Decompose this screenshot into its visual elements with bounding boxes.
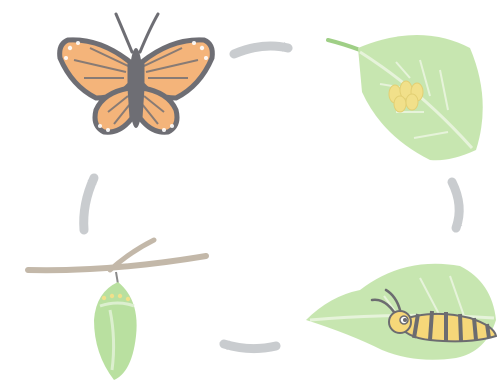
cycle-arrow-4 <box>84 178 94 230</box>
cycle-arrow-3 <box>224 344 276 349</box>
adult-butterfly-icon <box>60 14 213 132</box>
egg-leaf-icon <box>328 35 483 160</box>
cycle-arrow-1 <box>234 46 288 54</box>
chrysalis-icon <box>28 240 206 380</box>
cycle-arrow-2 <box>452 182 459 228</box>
caterpillar-icon <box>306 264 496 360</box>
